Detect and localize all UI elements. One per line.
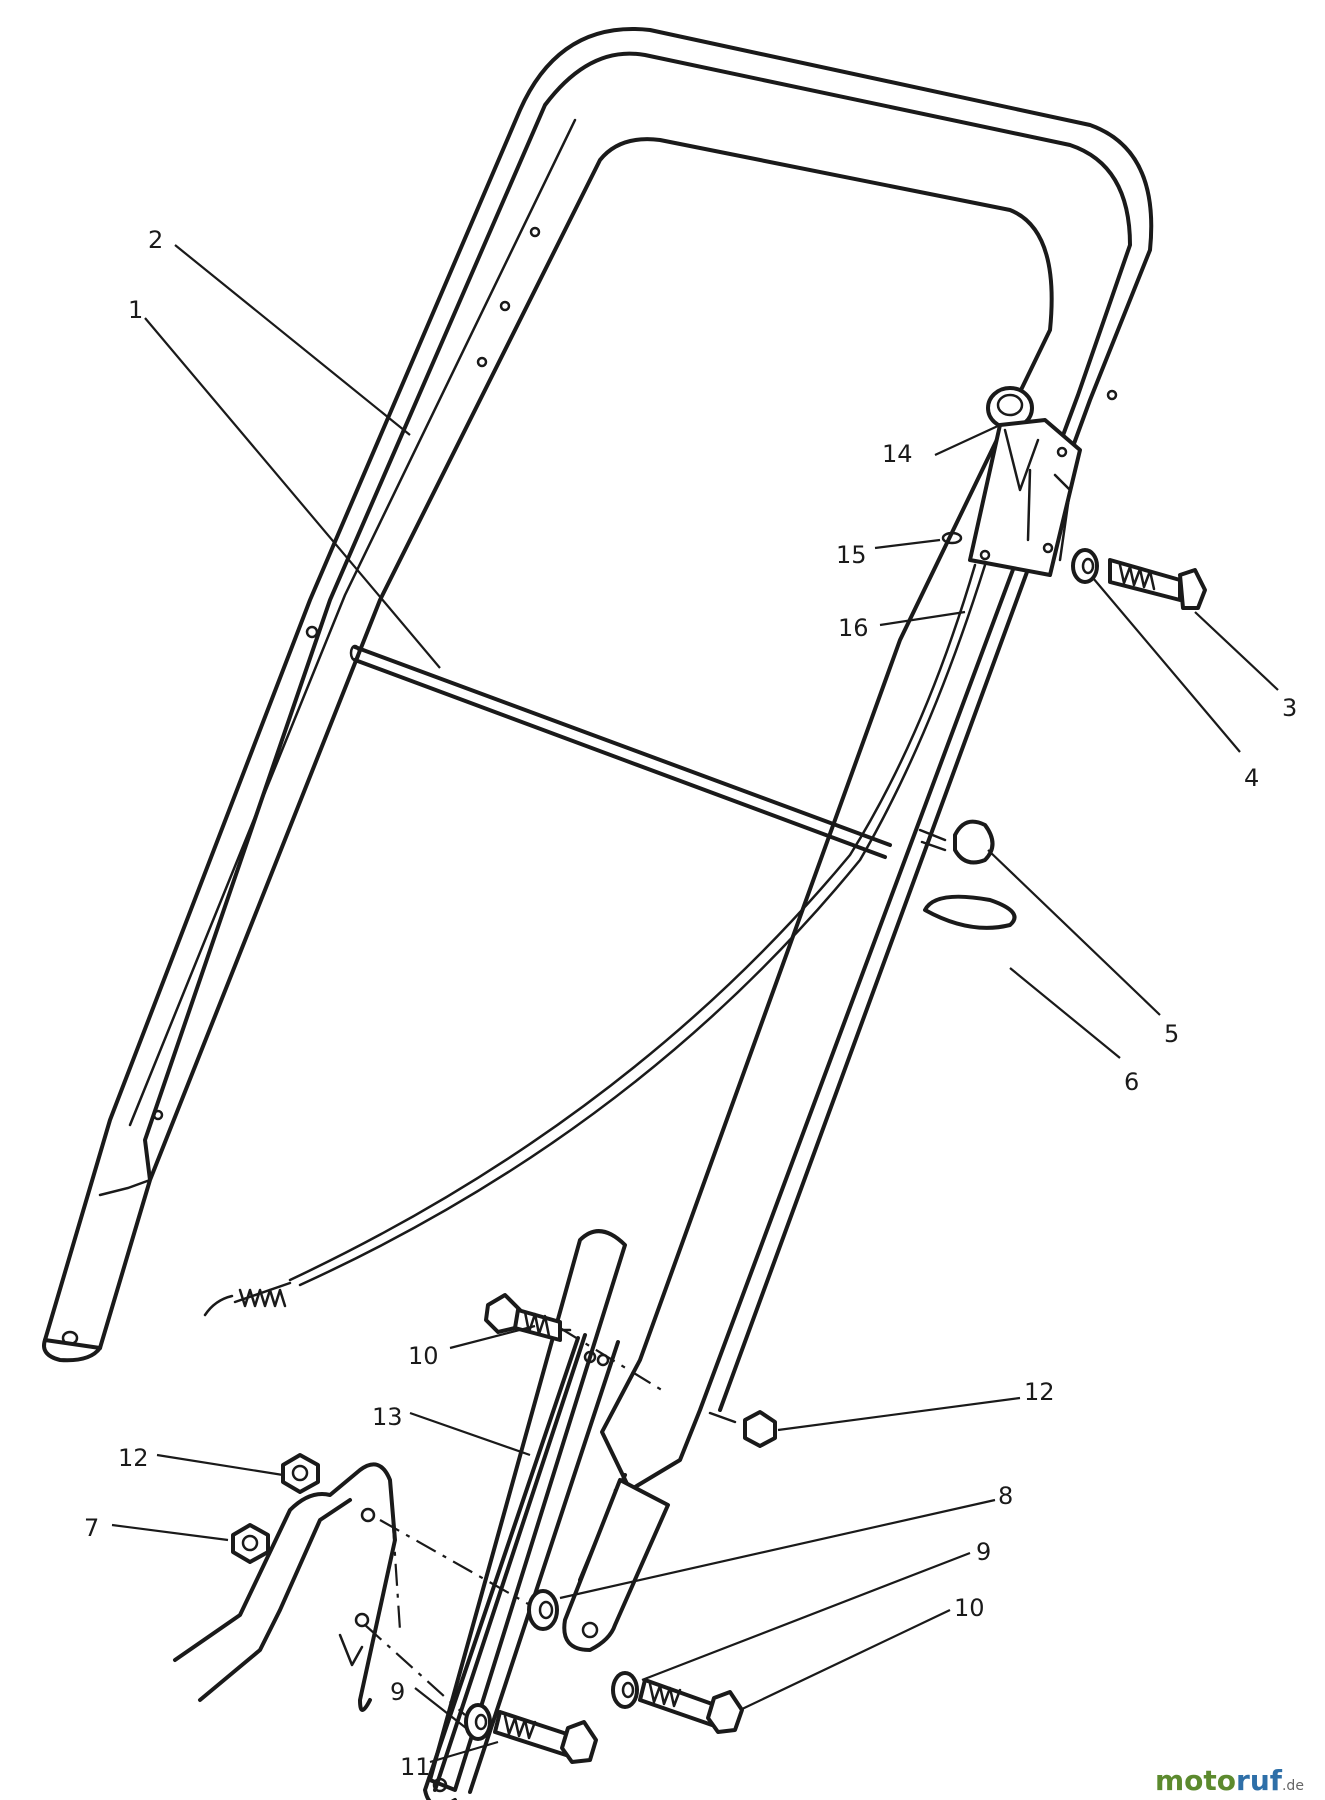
lower-plate xyxy=(562,1478,670,1652)
watermark-suffix: .de xyxy=(1282,1778,1304,1794)
svg-text:motoruf.de: motoruf.de xyxy=(1155,1764,1304,1797)
callout-11: 11 xyxy=(400,1753,431,1781)
callout-6: 6 xyxy=(1124,1068,1139,1096)
callout-9-left: 9 xyxy=(390,1678,405,1706)
handle-tube xyxy=(42,27,1154,1589)
lower-bracket-13 xyxy=(423,1229,627,1800)
control-cable xyxy=(203,563,987,1317)
callout-2: 2 xyxy=(148,226,163,254)
bolt-3-and-washer-4 xyxy=(1071,548,1207,610)
callout-12-left: 12 xyxy=(118,1444,149,1472)
bolt-10-and-washer-9-right xyxy=(611,1671,744,1734)
bolt-10-top xyxy=(484,1293,562,1342)
callout-13: 13 xyxy=(372,1403,403,1431)
callout-9-right: 9 xyxy=(976,1538,991,1566)
callout-15: 15 xyxy=(836,541,867,569)
bolt-5-and-clip-6 xyxy=(918,819,1017,930)
watermark-part2: ruf xyxy=(1236,1764,1283,1797)
callout-7: 7 xyxy=(84,1514,99,1542)
washer-8 xyxy=(527,1589,559,1631)
deck-arm xyxy=(173,1462,397,1712)
leader-lines xyxy=(111,244,1279,1764)
watermark-logo: motoruf.de xyxy=(1155,1764,1304,1797)
callout-3: 3 xyxy=(1282,694,1297,722)
callout-labels: 2 1 14 15 16 3 4 5 6 10 13 12 7 12 8 9 1… xyxy=(84,226,1297,1781)
callout-12-right: 12 xyxy=(1024,1378,1055,1406)
callout-4: 4 xyxy=(1244,764,1259,792)
callout-10-top: 10 xyxy=(408,1342,439,1370)
bolt-11-and-washer-9-left xyxy=(464,1703,598,1764)
callout-1: 1 xyxy=(128,296,143,324)
callout-10-bottom: 10 xyxy=(954,1594,985,1622)
nuts-7-12-left xyxy=(231,1453,320,1564)
cross-rod xyxy=(349,644,892,859)
callout-8: 8 xyxy=(998,1482,1013,1510)
callout-14: 14 xyxy=(882,440,913,468)
callout-16: 16 xyxy=(838,614,869,642)
nut-12-right xyxy=(708,1410,777,1448)
watermark-part1: moto xyxy=(1155,1764,1236,1797)
callout-5: 5 xyxy=(1164,1020,1179,1048)
control-lever-assembly xyxy=(941,386,1082,577)
alignment-lines xyxy=(364,1327,666,1716)
